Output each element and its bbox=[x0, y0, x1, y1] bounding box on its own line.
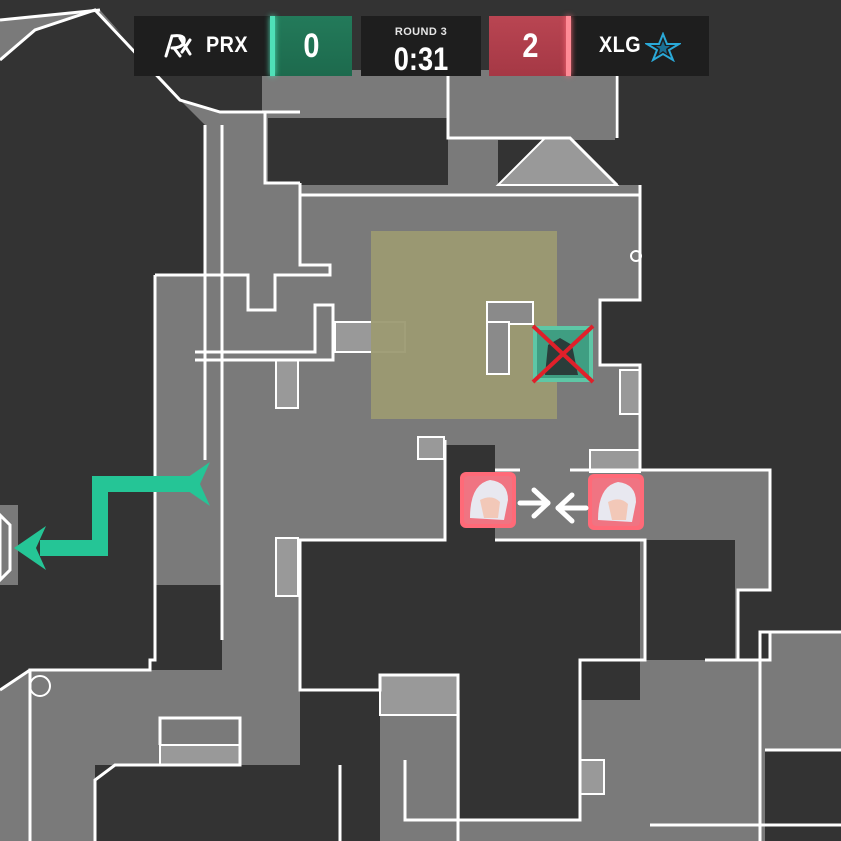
left-team-name: PRX bbox=[206, 32, 249, 57]
round-timer-panel: ROUND 3 0:31 bbox=[361, 16, 481, 76]
left-team-score: 0 bbox=[270, 16, 352, 76]
facing-arrows bbox=[517, 487, 589, 524]
map-pillar bbox=[630, 250, 642, 262]
right-team-score: 2 bbox=[489, 16, 571, 76]
timer-value: 0:31 bbox=[393, 41, 449, 77]
map-structures bbox=[159, 137, 641, 795]
movement-trail bbox=[40, 476, 200, 556]
movement-path bbox=[14, 462, 210, 570]
enemy-agent-left bbox=[460, 472, 516, 528]
prx-logo-icon bbox=[164, 34, 192, 58]
round-label: ROUND 3 bbox=[394, 26, 448, 38]
eliminated-agent-marker bbox=[531, 324, 595, 384]
round-timer: 0:31 bbox=[361, 42, 481, 76]
map-edge-hex bbox=[0, 512, 12, 583]
site-structures bbox=[486, 301, 534, 375]
movement-arrowhead-start bbox=[14, 526, 46, 570]
enemy-agent-right bbox=[588, 474, 644, 530]
map-pillar bbox=[29, 675, 51, 697]
left-score-value: 0 bbox=[302, 26, 320, 65]
right-team-panel: 2 XLG bbox=[489, 16, 709, 76]
arrow-right-icon-head bbox=[531, 487, 551, 519]
left-team-panel: PRX 0 bbox=[134, 16, 352, 76]
right-team-name: XLG bbox=[599, 32, 642, 57]
right-score-value: 2 bbox=[521, 26, 539, 65]
xlg-logo-icon bbox=[645, 32, 681, 62]
movement-arrowhead-end bbox=[178, 462, 210, 506]
arrow-left-icon-head bbox=[555, 492, 575, 524]
map-walls bbox=[0, 8, 841, 841]
